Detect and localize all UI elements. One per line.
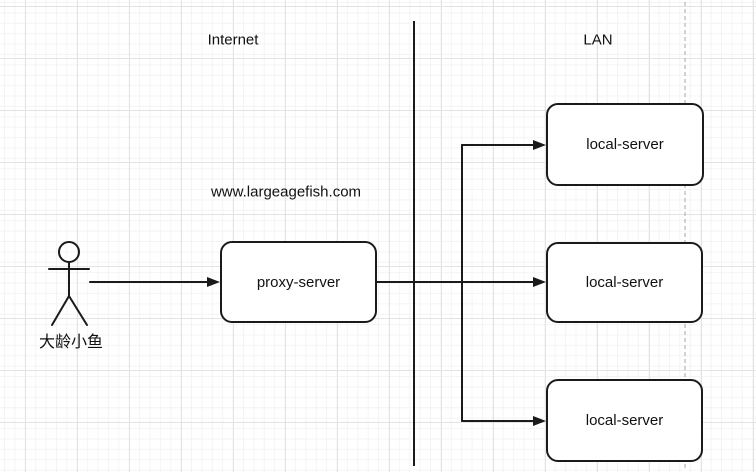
domain-annotation-label: www.largeagefish.com bbox=[210, 183, 362, 201]
internet-zone-label: Internet bbox=[207, 31, 259, 49]
local-server-label-3: local-server bbox=[585, 412, 664, 429]
actor-to-proxy-arrow bbox=[89, 277, 220, 287]
local-server-label-2: local-server bbox=[585, 274, 664, 291]
local-server-node-2: local-server bbox=[546, 242, 703, 323]
local-server-node-3: local-server bbox=[546, 379, 703, 462]
local-server-label-1: local-server bbox=[586, 136, 664, 153]
branch-to-local3-arrow bbox=[461, 416, 546, 426]
actor-name-label: 大龄小鱼 bbox=[38, 334, 104, 351]
stick-person-icon bbox=[48, 241, 90, 326]
local-server-node-1: local-server bbox=[546, 103, 704, 186]
proxy-server-node: proxy-server bbox=[220, 241, 377, 323]
proxy-server-label: proxy-server bbox=[256, 273, 341, 291]
branch-to-local1-arrow bbox=[461, 140, 546, 150]
proxy-to-local2-arrow bbox=[376, 277, 546, 287]
lan-zone-label: LAN bbox=[583, 31, 613, 49]
